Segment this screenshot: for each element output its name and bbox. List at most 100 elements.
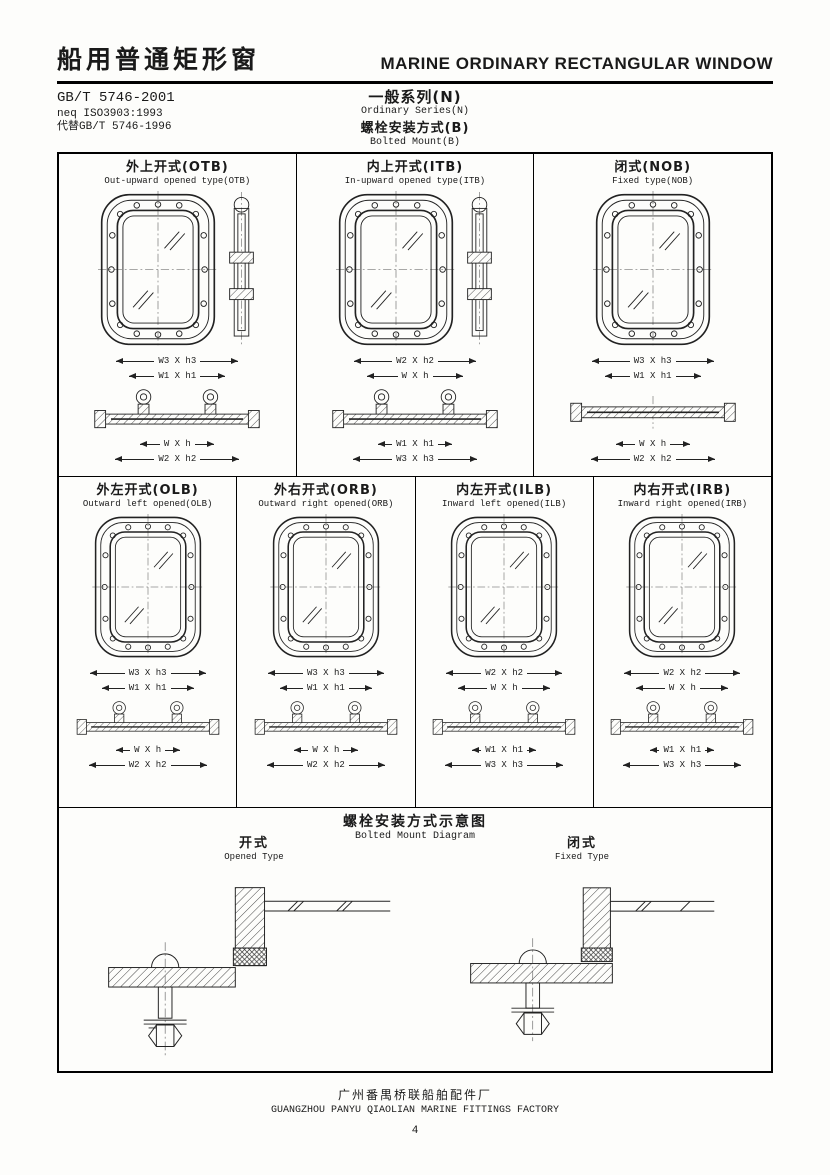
page-footer: 广州番禺桥联船舶配件厂 GUANGZHOU PANYU QIAOLIAN MAR… <box>0 1088 830 1138</box>
dimension-label: W2 X h2 <box>590 453 715 466</box>
panel-orb: 外右开式(ORB) Outward right opened(ORB) W3 X… <box>236 477 414 807</box>
dim-text: W X h <box>639 439 667 450</box>
dim-line <box>650 747 660 754</box>
window-section-drawing <box>91 387 263 434</box>
dimension-label: W2 X h2 <box>115 453 240 466</box>
fixed-type-label-en: Fixed Type <box>554 851 609 862</box>
dimension-label: W X h <box>458 682 551 695</box>
dim-line <box>367 373 398 380</box>
dim-line <box>88 762 125 769</box>
dim-line <box>200 373 226 380</box>
dim-line <box>675 358 714 365</box>
panel-otb-views <box>98 191 257 348</box>
dim-line <box>527 670 563 677</box>
dim-line <box>293 747 309 754</box>
series-block: 一般系列(N) Ordinary Series(N) 螺栓安装方式(B) Bol… <box>57 88 773 149</box>
dim-text: W2 X h2 <box>633 454 672 465</box>
series-title-cn: 一般系列(N) <box>368 88 462 106</box>
dimension-label: W1 X h1 <box>101 682 194 695</box>
dim-text: W2 X h2 <box>128 760 167 771</box>
dim-line <box>348 762 385 769</box>
factory-name-cn: 广州番禺桥联船舶配件厂 <box>337 1088 492 1102</box>
title-row: 船用普通矩形窗 MARINE ORDINARY RECTANGULAR WIND… <box>57 40 773 84</box>
dimension-label: W3 X h3 <box>623 759 742 772</box>
dim-line <box>437 441 453 448</box>
dim-line <box>165 747 180 754</box>
panel-irb-title-en: Inward right opened(IRB) <box>617 498 748 509</box>
dimension-label: W1 X h1 <box>604 370 701 383</box>
panel-otb-title-cn: 外上开式(OTB) <box>125 160 229 175</box>
dim-line <box>170 685 194 692</box>
dim-text: W3 X h3 <box>306 668 345 679</box>
dim-text: W X h <box>163 439 191 450</box>
panel-olb: 外左开式(OLB) Outward left opened(OLB) W3 X … <box>59 477 236 807</box>
factory-name-en: GUANGZHOU PANYU QIAOLIAN MARINE FITTINGS… <box>270 1104 560 1116</box>
panel-otb-title-en: Out-upward opened type(OTB) <box>104 175 251 186</box>
dim-text: W X h <box>312 745 340 756</box>
dim-line <box>115 747 131 754</box>
dim-line <box>116 358 155 365</box>
dim-line <box>445 762 482 769</box>
dim-line <box>170 762 207 769</box>
dim-line <box>378 441 393 448</box>
dim-text: W2 X h2 <box>396 356 434 367</box>
page-header: 船用普通矩形窗 MARINE ORDINARY RECTANGULAR WIND… <box>57 40 773 162</box>
dim-line <box>343 747 358 754</box>
dim-line <box>705 670 741 677</box>
sheet-row-1: 外上开式(OTB) Out-upward opened type(OTB) W3… <box>59 154 771 476</box>
dimension-label: W X h <box>615 438 690 451</box>
dim-line <box>266 762 303 769</box>
fixed-type-section-drawing <box>470 887 715 1042</box>
standard-block: GB/T 5746-2001 neq ISO3903:1993 代替GB/T 5… <box>57 90 175 135</box>
dim-line <box>623 762 660 769</box>
dimension-label: W3 X h3 <box>116 355 239 368</box>
panel-nob: 闭式(NOB) Fixed type(NOB) W3 X h3 W1 X h1 … <box>533 154 771 476</box>
dim-line <box>472 747 482 754</box>
dim-line <box>675 373 701 380</box>
panel-otb: 外上开式(OTB) Out-upward opened type(OTB) W3… <box>59 154 296 476</box>
dim-line <box>604 373 630 380</box>
dimension-label: W3 X h3 <box>591 355 714 368</box>
dim-text: W3 X h3 <box>485 760 524 771</box>
dim-text: W2 X h2 <box>306 760 345 771</box>
dim-line <box>675 456 715 463</box>
window-section-drawing <box>430 699 578 740</box>
dimension-label: W3 X h3 <box>445 759 564 772</box>
dim-line <box>591 358 630 365</box>
dimension-label: W3 X h3 <box>267 667 384 680</box>
opened-type-label-cn: 开式 <box>238 836 269 851</box>
dimension-label: W X h <box>367 370 464 383</box>
dim-line <box>437 358 477 365</box>
window-section-drawing <box>608 699 756 740</box>
standard-number: GB/T 5746-2001 <box>57 90 175 106</box>
dim-line <box>200 456 240 463</box>
dim-line <box>129 373 155 380</box>
dim-line <box>170 670 206 677</box>
window-front-view-drawing <box>626 514 738 660</box>
dim-line <box>140 441 160 448</box>
window-section-drawing <box>329 387 501 434</box>
dim-line <box>200 358 239 365</box>
panel-olb-title-cn: 外左开式(OLB) <box>96 483 199 498</box>
document-title-en: MARINE ORDINARY RECTANGULAR WINDOW <box>380 54 773 73</box>
panel-olb-views <box>92 514 204 660</box>
dim-text: W3 X h3 <box>128 668 167 679</box>
panel-nob-title-cn: 闭式(NOB) <box>614 160 692 175</box>
mount-type-en: Bolted Mount(B) <box>369 136 460 148</box>
dim-text: W1 X h1 <box>128 683 167 694</box>
sheet-row-2: 外左开式(OLB) Outward left opened(OLB) W3 X … <box>59 476 771 807</box>
panel-orb-title-cn: 外右开式(ORB) <box>273 483 378 498</box>
fixed-type-label: 闭式 Fixed Type <box>527 836 637 862</box>
panel-ilb-views <box>448 514 560 660</box>
standard-equivalence: neq ISO3903:1993 <box>57 107 163 120</box>
dim-line <box>521 685 551 692</box>
panel-irb-views <box>626 514 738 660</box>
dim-line <box>89 670 125 677</box>
window-section-drawing <box>252 699 400 740</box>
page-number: 4 <box>411 1124 419 1137</box>
mount-diagram-title: 螺栓安装方式示意图 Bolted Mount Diagram <box>59 808 771 843</box>
mount-type-cn: 螺栓安装方式(B) <box>360 121 470 136</box>
dim-line <box>458 685 487 692</box>
dim-text: W1 X h1 <box>663 745 702 756</box>
